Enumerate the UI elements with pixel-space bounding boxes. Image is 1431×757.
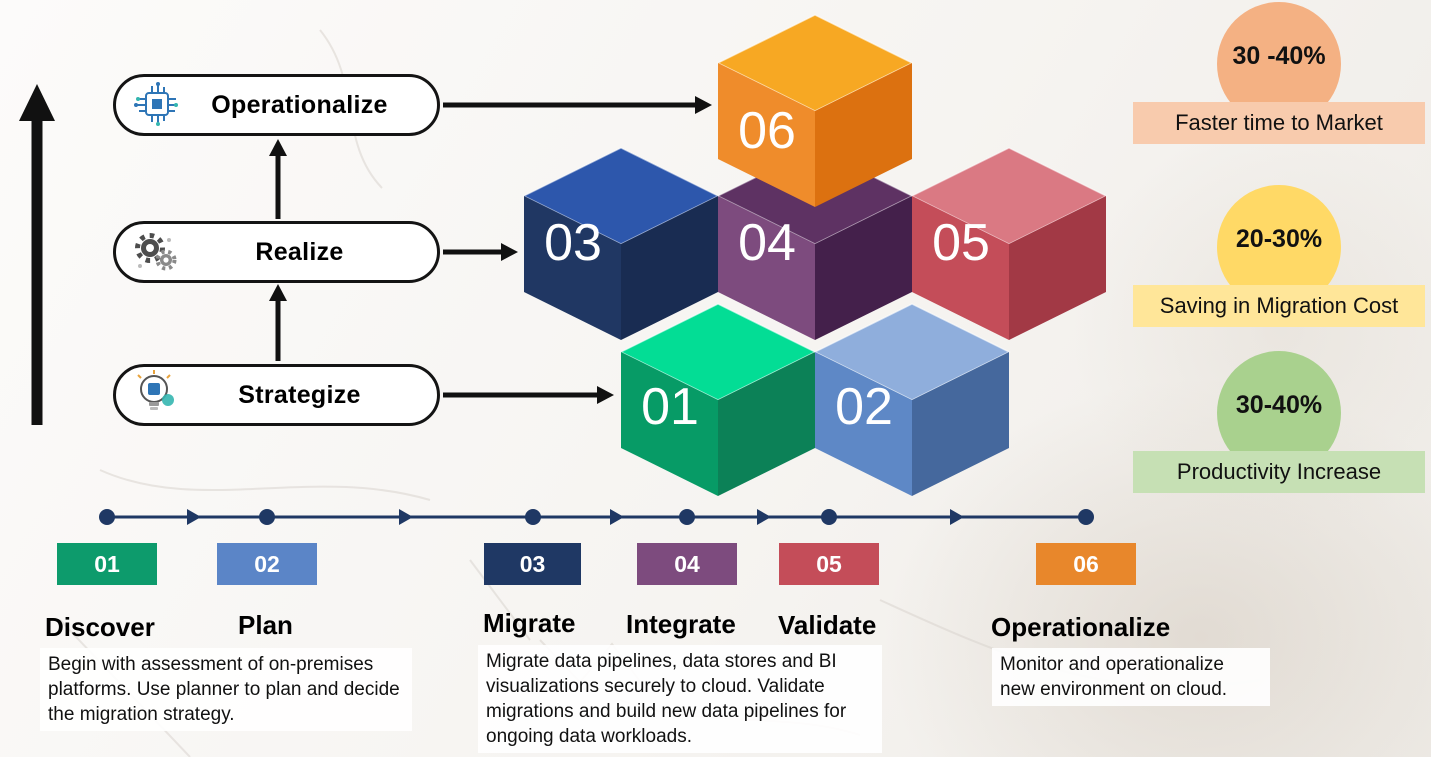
- step-badge-03: 03: [484, 543, 581, 585]
- step-badge-06: 06: [1036, 543, 1136, 585]
- up-arrow: [19, 84, 55, 425]
- cube-03-left-face: [524, 196, 621, 340]
- benefit-label: Saving in Migration Cost: [1159, 293, 1399, 318]
- gears-icon: [130, 226, 182, 278]
- step-badge-04: 04: [637, 543, 737, 585]
- cube-05: 05: [910, 147, 1108, 340]
- cube-06-number: 06: [738, 102, 796, 160]
- step-title-discover: Discover: [45, 612, 155, 642]
- step-desc-migrate: Migrate data pipelines, data stores and …: [478, 645, 882, 754]
- cube-03-number: 03: [544, 214, 602, 272]
- cube-01-right-face: [718, 352, 815, 496]
- step-title-validate: Validate: [778, 610, 877, 640]
- benefit-bar: Saving in Migration Cost: [1133, 285, 1425, 327]
- benefit-label: Productivity Increase: [1176, 459, 1382, 484]
- cube-01: 01: [619, 303, 817, 496]
- cube-06-right-face: [815, 63, 912, 207]
- cube-05-right-face: [1009, 196, 1106, 340]
- strategize-flow-arrow: [443, 386, 614, 404]
- stage-label-strategize: Strategize: [238, 380, 361, 409]
- benefit-saving-migration-cost: 20-30% Saving in Migration Cost: [1133, 185, 1425, 331]
- cube-05-number: 05: [932, 214, 990, 272]
- cube-02-number: 02: [835, 378, 893, 436]
- step-title-operationalize: Operationalize: [991, 612, 1171, 642]
- operationalize-flow-arrow: [443, 96, 712, 114]
- step-badge-05: 05: [779, 543, 879, 585]
- timeline-dot-04: [679, 509, 695, 525]
- timeline-arrowhead: [187, 509, 201, 525]
- strategize-to-realize-arrow: [269, 284, 287, 361]
- cube-04-number: 04: [738, 214, 796, 272]
- benefit-bar: Faster time to Market: [1133, 102, 1425, 144]
- cube-04-left-face: [718, 196, 815, 340]
- timeline-axis: [99, 509, 1094, 525]
- stage-label-operationalize: Operationalize: [211, 90, 388, 119]
- cube-02: 02: [813, 303, 1011, 496]
- cube-03-right-face: [621, 196, 718, 340]
- benefit-value: 20-30%: [1235, 224, 1323, 253]
- benefit-bar: Productivity Increase: [1133, 451, 1425, 493]
- cube-04-right-face: [815, 196, 912, 340]
- step-badge-01: 01: [57, 543, 157, 585]
- timeline-arrowhead: [757, 509, 771, 525]
- timeline-arrowhead: [399, 509, 413, 525]
- step-badge-02: 02: [217, 543, 317, 585]
- step-title-plan: Plan: [238, 610, 293, 640]
- benefit-faster-time-to-market: 30 -40% Faster time to Market: [1133, 2, 1425, 148]
- realize-to-operationalize-arrow: [269, 139, 287, 219]
- stage-pill-operationalize: Operationalize: [113, 74, 440, 136]
- stage-pill-realize: Realize: [113, 221, 440, 283]
- timeline-dot-02: [259, 509, 275, 525]
- cube-05-left-face: [912, 196, 1009, 340]
- timeline-dot-06: [1078, 509, 1094, 525]
- cube-02-right-face: [912, 352, 1009, 496]
- cube-01-number: 01: [641, 378, 699, 436]
- timeline-arrowhead: [950, 509, 964, 525]
- step-title-integrate: Integrate: [626, 609, 736, 639]
- step-desc-discover: Begin with assessment of on-premises pla…: [40, 648, 412, 732]
- timeline-dot-05: [821, 509, 837, 525]
- benefit-value: 30-40%: [1235, 390, 1323, 419]
- benefit-productivity-increase: 30-40% Productivity Increase: [1133, 351, 1425, 497]
- stage-pill-strategize: Strategize: [113, 364, 440, 426]
- cube-02-left-face: [815, 352, 912, 496]
- cube-06-left-face: [718, 63, 815, 207]
- cube-01-left-face: [621, 352, 718, 496]
- step-title-migrate: Migrate: [483, 608, 576, 638]
- cube-03: 03: [522, 147, 720, 340]
- realize-flow-arrow: [443, 243, 518, 261]
- stage-label-realize: Realize: [255, 237, 344, 266]
- timeline-arrowhead: [610, 509, 624, 525]
- step-desc-operationalize: Monitor and operationalize new environme…: [992, 648, 1270, 707]
- ai-chip-icon: [130, 79, 182, 131]
- lightbulb-icon: [130, 369, 182, 421]
- cube-06: 06: [716, 14, 914, 207]
- timeline-dot-01: [99, 509, 115, 525]
- benefit-label: Faster time to Market: [1175, 110, 1383, 135]
- timeline-dot-03: [525, 509, 541, 525]
- benefit-value: 30 -40%: [1232, 41, 1326, 70]
